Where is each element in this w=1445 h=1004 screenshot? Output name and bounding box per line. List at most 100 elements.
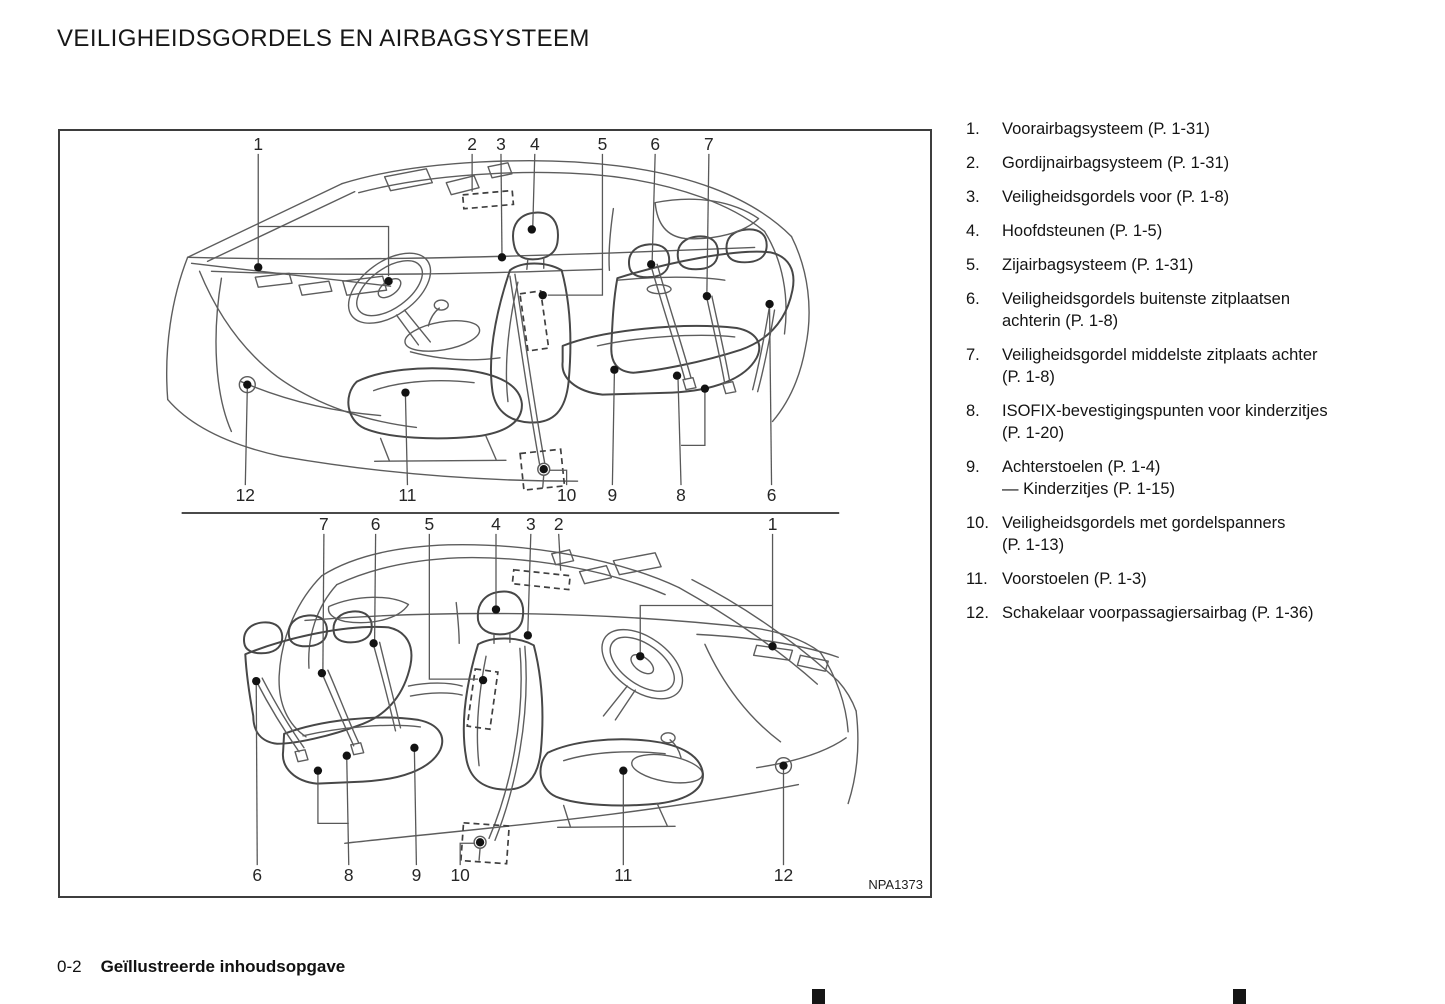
footer-section-title: Geïllustreerde inhoudsopgave [100, 957, 346, 976]
callout-target-dot [647, 260, 656, 269]
callout-leader-line [258, 225, 390, 277]
callout-number-9: 9 [608, 485, 618, 505]
page-title: VEILIGHEIDSGORDELS EN AIRBAGSYSTEEM [57, 25, 590, 52]
callout-number-6: 6 [371, 514, 381, 534]
legend-item: 4. Hoofdsteunen (P. 1-5) [966, 220, 1440, 242]
legend-item: 1.Voorairbagsysteem (P. 1-31) [966, 118, 1440, 140]
callout-number-2: 2 [554, 514, 564, 534]
curtain-airbag-zone-dashed [461, 189, 515, 210]
curtain-airbag-zone-dashed [511, 568, 572, 591]
callout-leader-line [681, 392, 706, 447]
callout-leader-line [651, 153, 656, 261]
legend-item-number: 6. [966, 290, 980, 308]
callout-leader-line [677, 379, 682, 486]
footer-page-number: 0-2 [57, 957, 82, 976]
callout-target-dot [539, 465, 548, 474]
callout-number-11: 11 [614, 865, 632, 885]
legend-item-text: Veiligheidsgordels buitenste zitplaatsen… [1002, 290, 1291, 330]
legend-item: 2.Gordijnairbagsysteem (P. 1-31) [966, 152, 1440, 174]
callout-leader-line [558, 533, 562, 571]
callout-target-dot [401, 388, 410, 397]
legend-item-text: Veiligheidsgordel middelste zitplaats ac… [1002, 346, 1318, 386]
callout-target-dot [702, 291, 712, 301]
callout-target-dot [410, 743, 419, 752]
page-footer: 0-2 Geïllustreerde inhoudsopgave [57, 957, 345, 977]
callout-leader-line [527, 533, 532, 632]
callout-number-12: 12 [774, 865, 793, 885]
callout-target-dot [243, 380, 252, 389]
callout-number-1: 1 [253, 134, 263, 154]
callout-target-dot [475, 838, 485, 847]
legend-item-text: ISOFIX-bevestigingspunten voor kinderzit… [1002, 402, 1328, 442]
callout-leader-line [500, 153, 503, 254]
pretensioner-zone-dashed [460, 821, 511, 865]
figure-code: NPA1373 [868, 877, 923, 892]
page-tab-mark [1233, 989, 1246, 1004]
legend-item: 9.Achterstoelen (P. 1-4) — Kinderzitjes … [966, 456, 1440, 500]
callout-number-3: 3 [496, 134, 506, 154]
callout-number-2: 2 [467, 134, 477, 154]
callout-number-1: 1 [768, 514, 778, 534]
callout-number-9: 9 [412, 865, 422, 885]
side-airbag-zone-dashed [518, 289, 550, 352]
callout-number-6: 6 [252, 865, 262, 885]
legend-item-number: 7. [966, 346, 980, 364]
side-airbag-zone-dashed [466, 667, 499, 731]
legend-item-number: 1. [966, 120, 980, 138]
legend-item-number: 12. [966, 604, 989, 622]
callout-target-dot [779, 761, 788, 770]
legend-item-number: 3. [966, 188, 980, 206]
callout-leader-line [532, 153, 536, 226]
legend-item: 8.ISOFIX-bevestigingspunten voor kinderz… [966, 400, 1440, 444]
callout-number-8: 8 [344, 865, 354, 885]
callout-target-dot [527, 225, 536, 234]
callout-target-dot [523, 631, 533, 640]
callout-target-dot [672, 371, 682, 380]
callout-target-dot [313, 766, 323, 775]
callout-number-8: 8 [676, 485, 686, 505]
callout-target-dot [768, 642, 777, 651]
callout-target-dot [700, 384, 710, 393]
callout-leader-line [255, 685, 258, 866]
legend-item-number: 10. [966, 514, 989, 532]
legend-item-number: 5. [966, 256, 980, 274]
callout-number-5: 5 [425, 514, 435, 534]
legend-item-text: Gordijnairbagsysteem (P. 1-31) [1002, 154, 1230, 172]
callout-number-7: 7 [704, 134, 714, 154]
legend-item-number: 9. [966, 458, 980, 476]
callout-target-dot [610, 365, 619, 374]
legend-item-text: Veiligheidsgordels met gordelspanners (P… [1002, 514, 1286, 554]
legend-item: 7. Veiligheidsgordel middelste zitplaats … [966, 344, 1440, 388]
callout-leader-line [611, 373, 616, 486]
callout-leader-line [547, 153, 604, 296]
legend-item-text: Veiligheidsgordels voor (P. 1-8) [1002, 188, 1230, 206]
callout-leader-line [346, 759, 350, 866]
callout-number-4: 4 [530, 134, 540, 154]
callout-number-11: 11 [398, 485, 416, 505]
page-tab-mark [812, 989, 825, 1004]
legend-item: 6. Veiligheidsgordels buitenste zitplaats… [966, 288, 1440, 332]
callout-leader-line [768, 308, 773, 486]
callout-leader-line [404, 396, 409, 486]
callout-leader-line [706, 153, 710, 293]
legend-list: 1.Voorairbagsysteem (P. 1-31) 2.Gordijnai… [966, 118, 1440, 636]
airbag-dashed-zones-bottom [460, 568, 572, 865]
legend-item-text: Hoofdsteunen (P. 1-5) [1002, 222, 1163, 240]
callout-target-dot [497, 253, 507, 262]
callout-leader-line [373, 533, 377, 640]
callout-target-dot [254, 263, 263, 272]
car-interior-illustration-bottom [243, 543, 859, 861]
callout-target-dot [342, 751, 351, 760]
legend-item-number: 11. [966, 570, 988, 588]
legend-item-number: 4. [966, 222, 980, 240]
callout-number-10: 10 [557, 485, 576, 505]
callout-number-4: 4 [491, 514, 501, 534]
legend-item: 11. Voorstoelen (P. 1-3) [966, 568, 1440, 590]
callout-number-10: 10 [451, 865, 470, 885]
legend-item-text: Voorstoelen (P. 1-3) [1002, 570, 1147, 588]
legend-item: 3. Veiligheidsgordels voor (P. 1-8) [966, 186, 1440, 208]
callout-target-dot [384, 277, 393, 286]
